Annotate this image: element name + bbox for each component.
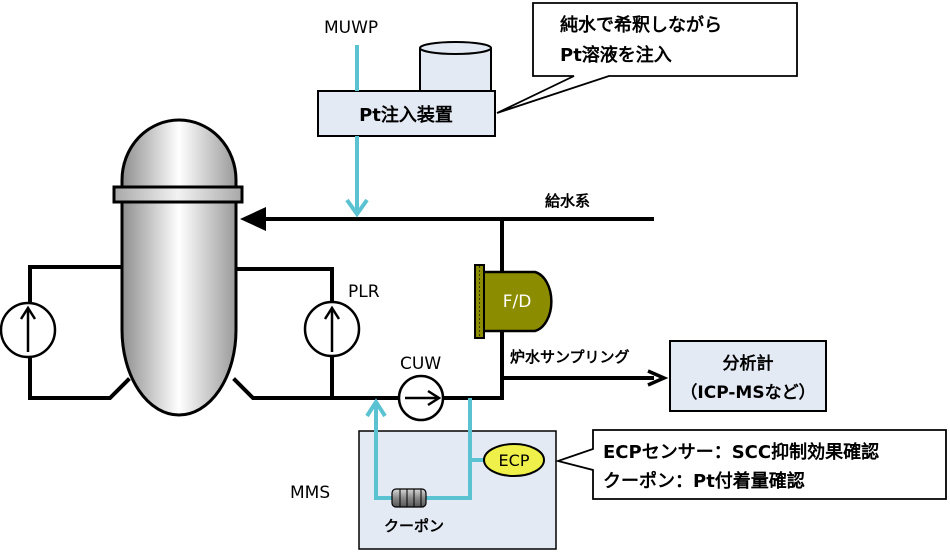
sampling-arrow-icon — [647, 369, 669, 387]
mms-label: MMS — [290, 483, 330, 503]
callout-bottom-line2: クーポン：Pt付着量確認 — [603, 470, 805, 492]
callout-bottom: ECPセンサー：SCC抑制効果確認 クーポン：Pt付着量確認 — [554, 429, 947, 500]
pt-injector-label: Pt注入装置 — [359, 104, 453, 126]
cuw-pump — [397, 374, 445, 422]
coupon — [391, 488, 427, 508]
sampling-label: 炉水サンプリング — [510, 348, 630, 366]
analyzer-box: 分析計 （ICP-MSなど） — [669, 340, 827, 412]
pt-injection-unit: Pt注入装置 — [317, 41, 496, 137]
callout-top-line2: Pt溶液を注入 — [560, 44, 672, 66]
analyzer-subtitle: （ICP-MSなど） — [680, 382, 815, 403]
fd-label: F/D — [503, 292, 532, 312]
injection-arrow-icon — [345, 198, 369, 218]
ecp-label: ECP — [499, 451, 530, 470]
callout-top: 純水で希釈しながら Pt溶液を注入 — [496, 2, 798, 114]
coupon-label: クーポン — [384, 517, 444, 535]
mms-return-arrow-icon — [365, 398, 387, 418]
filter-demineralizer: F/D — [474, 264, 553, 339]
analyzer-label: 分析計 — [723, 353, 774, 374]
feedwater-arrow-icon — [240, 207, 266, 231]
feedwater-line — [240, 207, 654, 231]
callout-bottom-line1: ECPセンサー：SCC抑制効果確認 — [603, 441, 879, 463]
cuw-label: CUW — [400, 354, 441, 374]
callout-top-line1: 純水で希釈しながら — [560, 14, 722, 36]
injection-line — [345, 136, 369, 218]
feedwater-label: 給水系 — [545, 192, 590, 210]
ecp-sensor: ECP — [483, 443, 545, 477]
recirculation-loop-left — [0, 265, 131, 400]
recirculation-loop-right — [232, 267, 361, 400]
muwp-label: MUWP — [324, 18, 378, 38]
reactor-vessel — [112, 118, 244, 417]
plr-label: PLR — [348, 282, 380, 302]
tank-icon — [419, 41, 492, 55]
